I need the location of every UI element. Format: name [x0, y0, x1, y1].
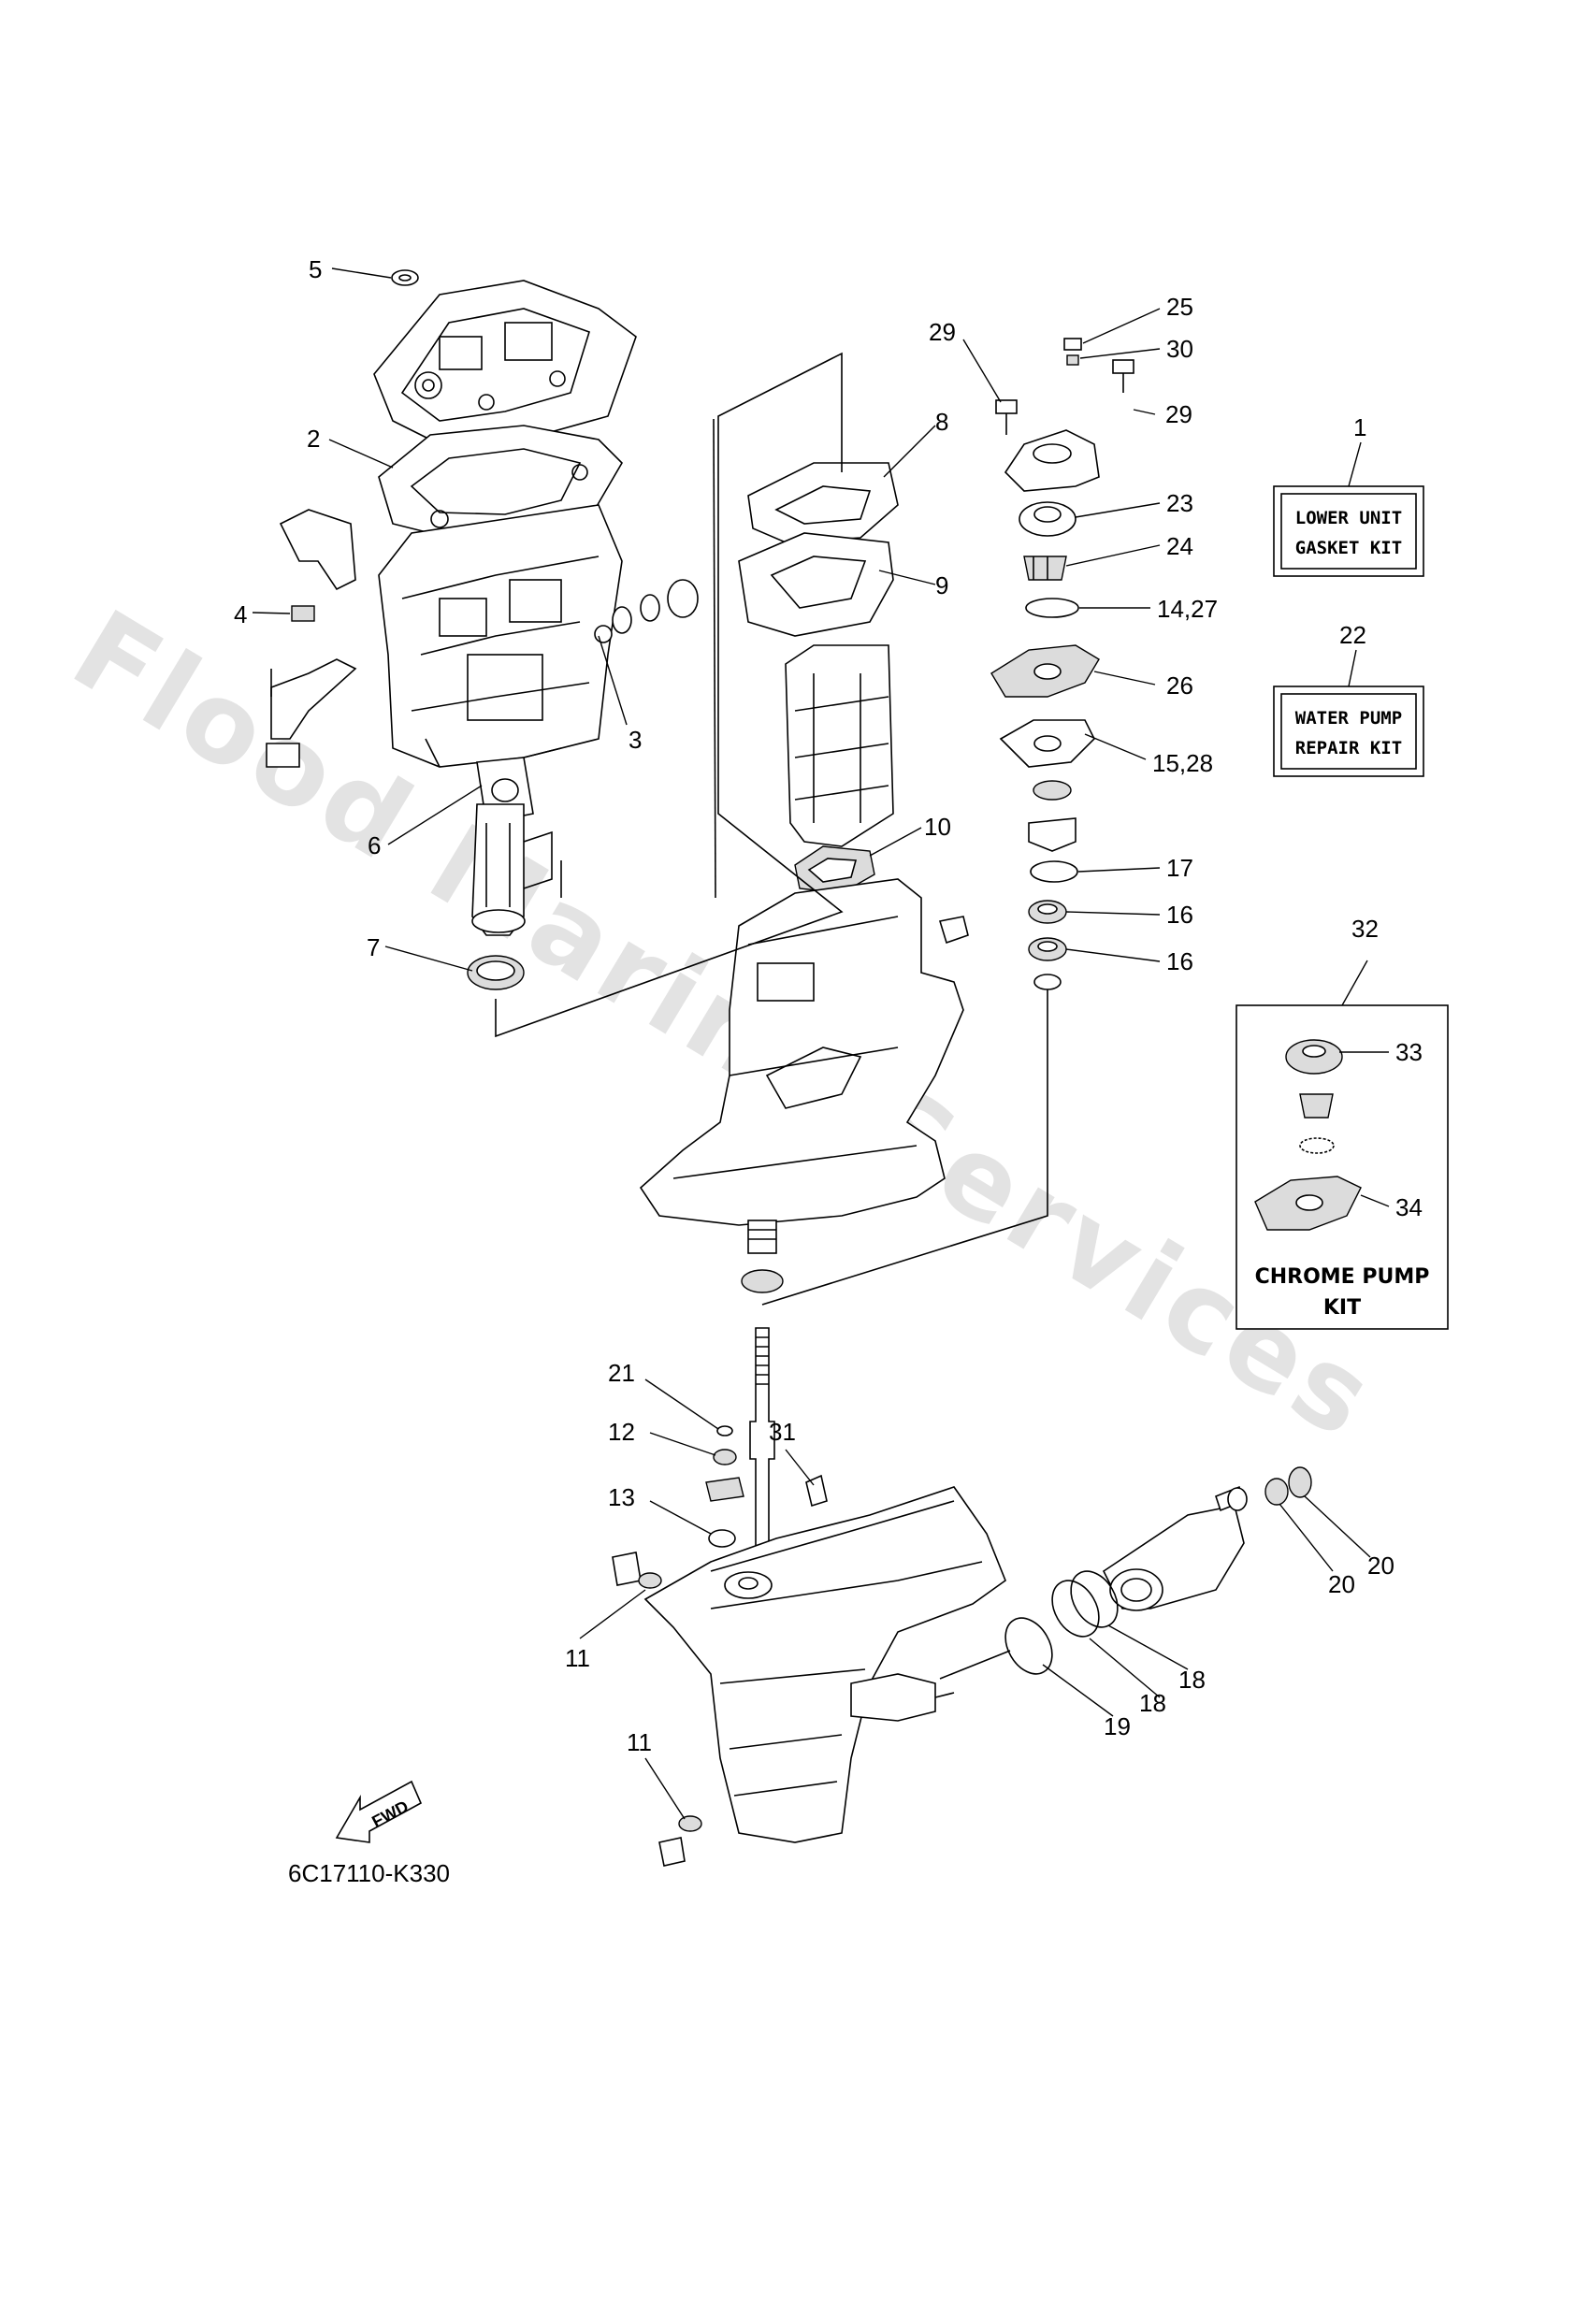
- callout-18-left: 18: [1139, 1689, 1166, 1717]
- callout-34: 34: [1395, 1193, 1423, 1221]
- callout-12: 12: [608, 1418, 635, 1446]
- pump-parts-misc: [1028, 780, 1076, 852]
- bearing-seals-20: [1227, 1466, 1312, 1511]
- water-tube-guide: [471, 803, 562, 936]
- callout-23: 23: [1166, 489, 1193, 517]
- callout-29-right: 29: [1165, 400, 1192, 428]
- callout-1: 1: [1353, 413, 1366, 441]
- callout-10: 10: [924, 813, 951, 841]
- gasket-8: [747, 462, 899, 543]
- callout-leaders: [252, 267, 1390, 1820]
- gasket-15: [999, 719, 1095, 768]
- exhaust-guide: [785, 644, 894, 847]
- callout-16-top: 16: [1166, 901, 1193, 929]
- watermark-text: Flood Marine Services: [52, 585, 1398, 1465]
- seal-16-bottom: [1028, 937, 1067, 961]
- callout-24: 24: [1166, 532, 1193, 560]
- water-pump-gear: [741, 1220, 784, 1293]
- pump-housing: [1004, 429, 1100, 492]
- callout-26: 26: [1166, 671, 1193, 700]
- kit-box-chrome-pump: CHROME PUMP KIT: [1235, 1004, 1449, 1330]
- o-rings-18-19: [1004, 1570, 1119, 1675]
- water-pump-kit-line2: REPAIR KIT: [1295, 738, 1402, 758]
- gearcase: [643, 1486, 1006, 1843]
- lower-unit-kit-line1: LOWER UNIT: [1295, 508, 1402, 528]
- callout-6: 6: [368, 831, 381, 859]
- callout-3: 3: [629, 726, 642, 754]
- o-ring-14: [1025, 598, 1079, 618]
- water-pump-kit-line1: WATER PUMP: [1295, 708, 1402, 729]
- leader-guides: [495, 352, 1048, 1306]
- small-parts-12-21: [705, 1425, 744, 1548]
- key-31: [805, 1474, 828, 1508]
- callout-21: 21: [608, 1359, 635, 1387]
- fwd-arrow-icon: FWD: [335, 1780, 423, 1843]
- callout-19: 19: [1104, 1712, 1131, 1740]
- chrome-pump-kit-line1: CHROME PUMP: [1255, 1265, 1430, 1289]
- callout-5: 5: [309, 255, 322, 283]
- callout-2: 2: [307, 425, 320, 453]
- callout-labels: 5 2 3 4 6 7 8 9 10 29 29 25 30 23 24 14,…: [234, 255, 1423, 1756]
- callout-4: 4: [234, 600, 247, 628]
- kit-box-lower-unit: LOWER UNIT GASKET KIT: [1273, 485, 1424, 577]
- drawing-code: 6C17110-K330: [288, 1859, 450, 1887]
- callout-14-27: 14,27: [1157, 595, 1218, 623]
- gasket-2: [378, 425, 624, 539]
- callout-31: 31: [769, 1418, 796, 1446]
- impeller-24: [1023, 556, 1067, 581]
- screw-11-top: [612, 1552, 662, 1589]
- lower-unit-kit-line2: GASKET KIT: [1295, 538, 1402, 558]
- prop-shaft-axis: [939, 1650, 1011, 1680]
- upper-casing: [378, 504, 623, 768]
- kit-box-water-pump: WATER PUMP REPAIR KIT: [1273, 686, 1424, 777]
- propeller-shaft-housing: [1102, 1485, 1245, 1611]
- bolt-29-left: [995, 399, 1018, 435]
- o-ring-17: [1030, 860, 1078, 883]
- screw-11-bottom: [658, 1815, 702, 1867]
- callout-9: 9: [935, 571, 948, 599]
- gasket-10: [794, 845, 875, 894]
- outer-plate-26: [990, 644, 1100, 698]
- callout-17: 17: [1166, 854, 1193, 882]
- callout-20-right: 20: [1367, 1552, 1394, 1580]
- watermark: Flood Marine Services: [52, 585, 1398, 1465]
- callout-25: 25: [1166, 293, 1193, 321]
- callout-18-right: 18: [1178, 1666, 1206, 1694]
- callout-15-28: 15,28: [1152, 749, 1213, 777]
- bolt-25: [1063, 338, 1082, 366]
- oil-seal-7: [467, 955, 525, 990]
- callout-22: 22: [1339, 621, 1366, 649]
- seal-16-top: [1028, 900, 1067, 924]
- callout-11-bottom: 11: [627, 1728, 652, 1756]
- gasket-9: [738, 532, 894, 637]
- callout-16-bottom: 16: [1166, 947, 1193, 975]
- callout-8: 8: [935, 408, 948, 436]
- chrome-pump-kit-line2: KIT: [1323, 1296, 1361, 1320]
- callout-33: 33: [1395, 1038, 1423, 1066]
- callout-7: 7: [367, 933, 380, 961]
- lower-casing-upper: [639, 878, 969, 1226]
- callout-20-left: 20: [1328, 1570, 1355, 1598]
- upper-casing-cover: [373, 280, 637, 450]
- callout-32: 32: [1351, 915, 1379, 943]
- bolt-29-right: [1112, 359, 1134, 393]
- bracket-4: [266, 509, 357, 768]
- callout-13: 13: [608, 1483, 635, 1511]
- washer-bottom: [1033, 974, 1062, 990]
- seal-3-parts: [594, 579, 699, 643]
- callout-29-left: 29: [929, 318, 956, 346]
- insert-23: [1019, 501, 1076, 537]
- callout-11-top: 11: [565, 1644, 590, 1672]
- callout-30: 30: [1166, 335, 1193, 363]
- washer-5: [391, 269, 419, 286]
